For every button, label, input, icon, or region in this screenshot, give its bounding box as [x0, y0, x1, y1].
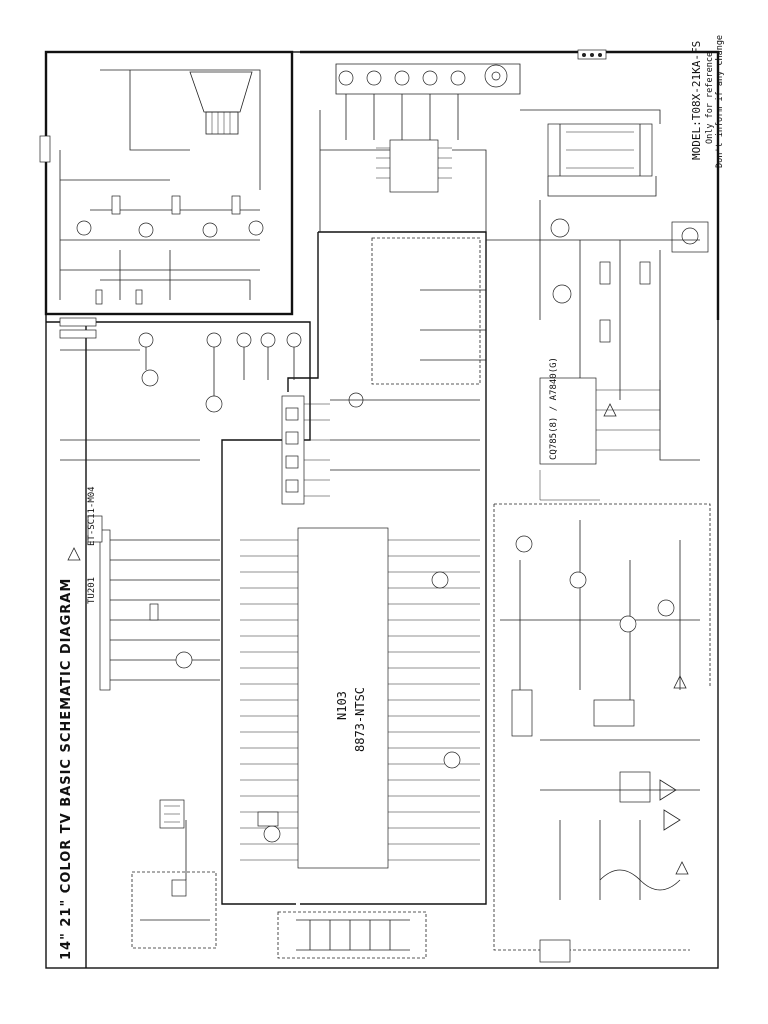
- upper-right-board-frame: [300, 50, 720, 320]
- top-right-connector: [577, 49, 607, 60]
- yoke-connector: [671, 221, 709, 253]
- crt-board-circuit: [39, 135, 264, 305]
- main-board-boundary: [287, 231, 487, 905]
- warning-triangle-icons: [67, 403, 689, 875]
- tuner-part: ET-SC11-M04: [87, 486, 97, 546]
- right-ic-label: CQ785(8) / A7840(G): [549, 357, 559, 460]
- power-supply-section: [493, 503, 711, 963]
- audio-ic: [319, 110, 487, 232]
- main-ic-block: [240, 527, 480, 869]
- board-connector: [59, 317, 97, 339]
- main-ic-part: 8873-NTSC: [353, 687, 367, 752]
- flyback-transformer-icon: [520, 109, 661, 197]
- model-label: MODEL:T08X-21KA-FS: [690, 41, 703, 160]
- diagram-title: 14" 21" COLOR TV BASIC SCHEMATIC DIAGRAM: [59, 578, 74, 960]
- reference-note: Only for reference: [705, 52, 715, 144]
- video-switch-ic: [281, 392, 480, 505]
- tuner-ref: TU201: [87, 577, 97, 604]
- left-column-border: [46, 321, 311, 905]
- tuner-block: [87, 515, 220, 691]
- crt-neck-icon: [100, 69, 261, 190]
- av-output-section: [60, 332, 302, 461]
- vertical-output-ic: [539, 377, 700, 501]
- main-ic-ref: N103: [335, 691, 349, 720]
- change-note: Don't inform if any change: [715, 35, 725, 168]
- key-connector-block: [131, 799, 217, 949]
- rca-jack-icon: [335, 63, 521, 140]
- deflection-section: [371, 200, 700, 420]
- bottom-connector-strip: [277, 911, 427, 959]
- crt-board-frame: [44, 50, 294, 316]
